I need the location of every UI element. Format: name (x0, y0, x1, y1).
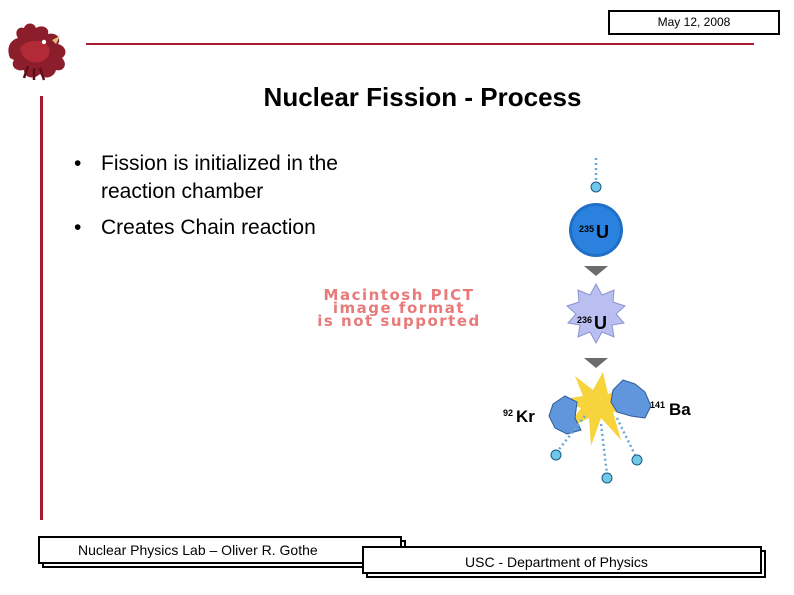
u236-nucleus-icon (566, 282, 626, 345)
kr-mass: 92 (503, 408, 513, 418)
bullet-glyph: • (74, 216, 82, 239)
kr-fragment-icon (548, 395, 582, 435)
placeholder-line: is not supported (317, 312, 481, 330)
fission-diagram: 235 U 236 U 92 Kr 141 Ba (503, 158, 691, 484)
u235-symbol: U (596, 222, 609, 242)
header-divider (86, 43, 754, 45)
arrow-down-icon (584, 358, 608, 368)
slide-title: Nuclear Fission - Process (263, 82, 582, 112)
arrow-down-icon (584, 266, 608, 276)
ba-mass: 141 (650, 400, 665, 410)
neutron-icon (631, 454, 643, 466)
left-accent-bar (40, 96, 43, 520)
unsupported-image-placeholder: Macintosh PICT image format is not suppo… (268, 286, 530, 330)
bullet-text: Fission is initialized in the reaction c… (101, 152, 338, 203)
bullet-item: • Fission is initialized in the reaction… (74, 150, 414, 206)
bullet-glyph: • (74, 152, 82, 175)
ba-symbol: Ba (669, 400, 691, 419)
placeholder-line: Macintosh PICT (323, 286, 475, 304)
bullet-item: • Creates Chain reaction (74, 214, 414, 242)
kr-symbol: Kr (516, 407, 535, 426)
neutron-icon (601, 472, 613, 484)
u236-symbol: U (594, 313, 607, 333)
neutron-path (615, 417, 637, 456)
ba-fragment-icon (610, 379, 652, 419)
bullet-text: Creates Chain reaction (101, 216, 316, 239)
footer-lab-credit: Nuclear Physics Lab – Oliver R. Gothe (38, 536, 402, 564)
footer-department: USC - Department of Physics (362, 546, 762, 574)
date-label: May 12, 2008 (608, 10, 780, 35)
u236-mass: 236 (577, 315, 592, 325)
placeholder-line: image format (332, 299, 466, 317)
gamecock-logo-icon (8, 23, 66, 81)
u235-mass: 235 (579, 224, 594, 234)
neutron-icon (590, 181, 602, 193)
neutron-path (599, 423, 609, 475)
neutron-icon (550, 449, 562, 461)
